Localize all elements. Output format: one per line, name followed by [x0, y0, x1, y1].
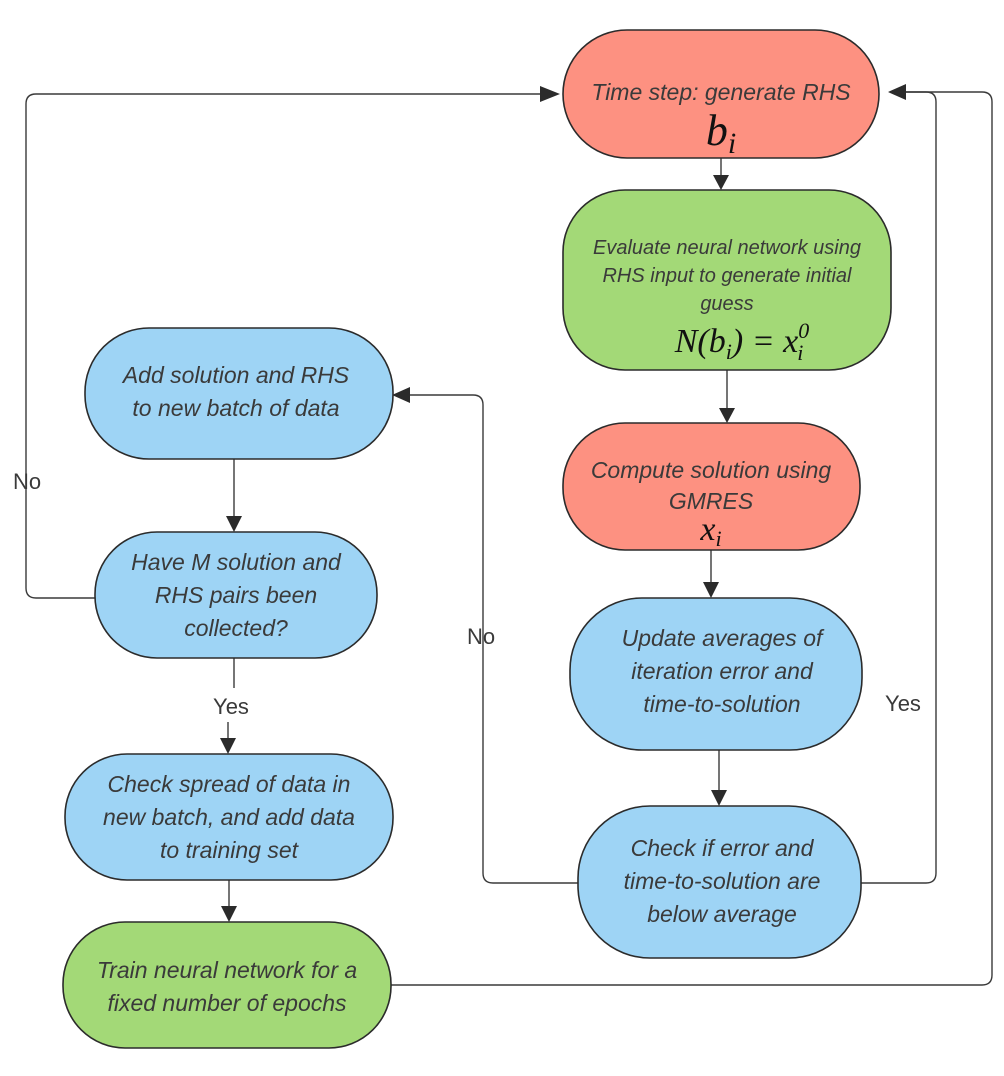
arrowhead-left-add: [392, 387, 410, 403]
node-add-solution-line1: Add solution and RHS: [121, 362, 350, 388]
node-check-error-shape: [577, 805, 862, 959]
node-add-solution-shape: [84, 327, 394, 460]
node-check-spread-shape: [64, 753, 394, 881]
arrowheads: [220, 84, 906, 922]
edge-check-no-to-add: [408, 394, 578, 884]
node-check-spread-line2: new batch, and add data: [103, 804, 355, 830]
node-evaluate-nn-line2: RHS input to generate initial: [602, 265, 852, 287]
node-have-m-pairs-shape: [94, 531, 378, 659]
arrowhead-down-spread: [220, 738, 236, 754]
node-update-averages-line3: time-to-solution: [643, 691, 800, 717]
connectors: [25, 91, 993, 986]
node-have-m-pairs: Have M solution and RHS pairs been colle…: [94, 531, 378, 659]
arrowhead-down-havem: [226, 516, 242, 532]
node-train-nn-shape: [62, 921, 392, 1049]
node-have-m-pairs-line2: RHS pairs been: [155, 582, 317, 608]
node-check-error-line3: below average: [647, 901, 797, 927]
node-check-spread: Check spread of data in new batch, and a…: [64, 753, 394, 881]
node-check-error: Check if error and time-to-solution are …: [577, 805, 862, 959]
node-train-nn: Train neural network for a fixed number …: [62, 921, 392, 1049]
node-evaluate-nn-line3: guess: [700, 293, 753, 315]
node-compute-solution-line1: Compute solution using: [591, 457, 832, 483]
node-time-step-math: bi: [706, 106, 736, 160]
arrowhead-down-check: [711, 790, 727, 806]
node-add-solution: Add solution and RHS to new batch of dat…: [84, 327, 394, 460]
node-train-nn-line1: Train neural network for a: [97, 957, 357, 983]
arrowhead-down-update: [703, 582, 719, 598]
node-add-solution-line2: to new batch of data: [132, 395, 339, 421]
edge-train-to-timestep: [385, 91, 993, 986]
node-have-m-pairs-line1: Have M solution and: [131, 549, 342, 575]
edge-label-bottom-yes: Yes: [213, 694, 249, 719]
node-train-nn-line2: fixed number of epochs: [107, 990, 347, 1016]
node-update-averages: Update averages of iteration error and t…: [569, 597, 863, 751]
node-time-step-label: Time step: generate RHS: [591, 79, 851, 105]
node-compute-solution: Compute solution using GMRES xi: [562, 422, 861, 551]
arrowhead-right-timestep: [540, 86, 560, 102]
arrowhead-down-compute: [719, 408, 735, 423]
node-compute-solution-line2: GMRES: [669, 488, 754, 514]
arrowhead-down-evaluate: [713, 175, 729, 190]
node-update-averages-line2: iteration error and: [631, 658, 814, 684]
node-evaluate-nn-line1: Evaluate neural network using: [593, 237, 861, 259]
node-evaluate-nn-shape: [562, 189, 892, 371]
node-compute-solution-math: xi: [699, 511, 721, 551]
edge-label-middle-no: No: [467, 624, 495, 649]
edge-labels: No No Yes Yes: [13, 469, 921, 719]
node-evaluate-nn: Evaluate neural network using RHS input …: [562, 189, 892, 371]
node-time-step: Time step: generate RHS bi: [562, 29, 880, 160]
arrowhead-left-timestep: [888, 84, 906, 100]
node-have-m-pairs-line3: collected?: [184, 615, 288, 641]
node-check-spread-line1: Check spread of data in: [108, 771, 351, 797]
edge-havem-no-to-timestep: [25, 93, 540, 599]
edge-label-left-no: No: [13, 469, 41, 494]
node-check-error-line1: Check if error and: [631, 835, 815, 861]
node-time-step-shape: [562, 29, 880, 159]
node-update-averages-shape: [569, 597, 863, 751]
node-check-spread-line3: to training set: [160, 837, 300, 863]
node-compute-solution-shape: [562, 422, 861, 551]
node-update-averages-line1: Update averages of: [622, 625, 825, 651]
arrowhead-down-train: [221, 906, 237, 922]
node-check-error-line2: time-to-solution are: [624, 868, 821, 894]
edge-label-right-yes: Yes: [885, 691, 921, 716]
